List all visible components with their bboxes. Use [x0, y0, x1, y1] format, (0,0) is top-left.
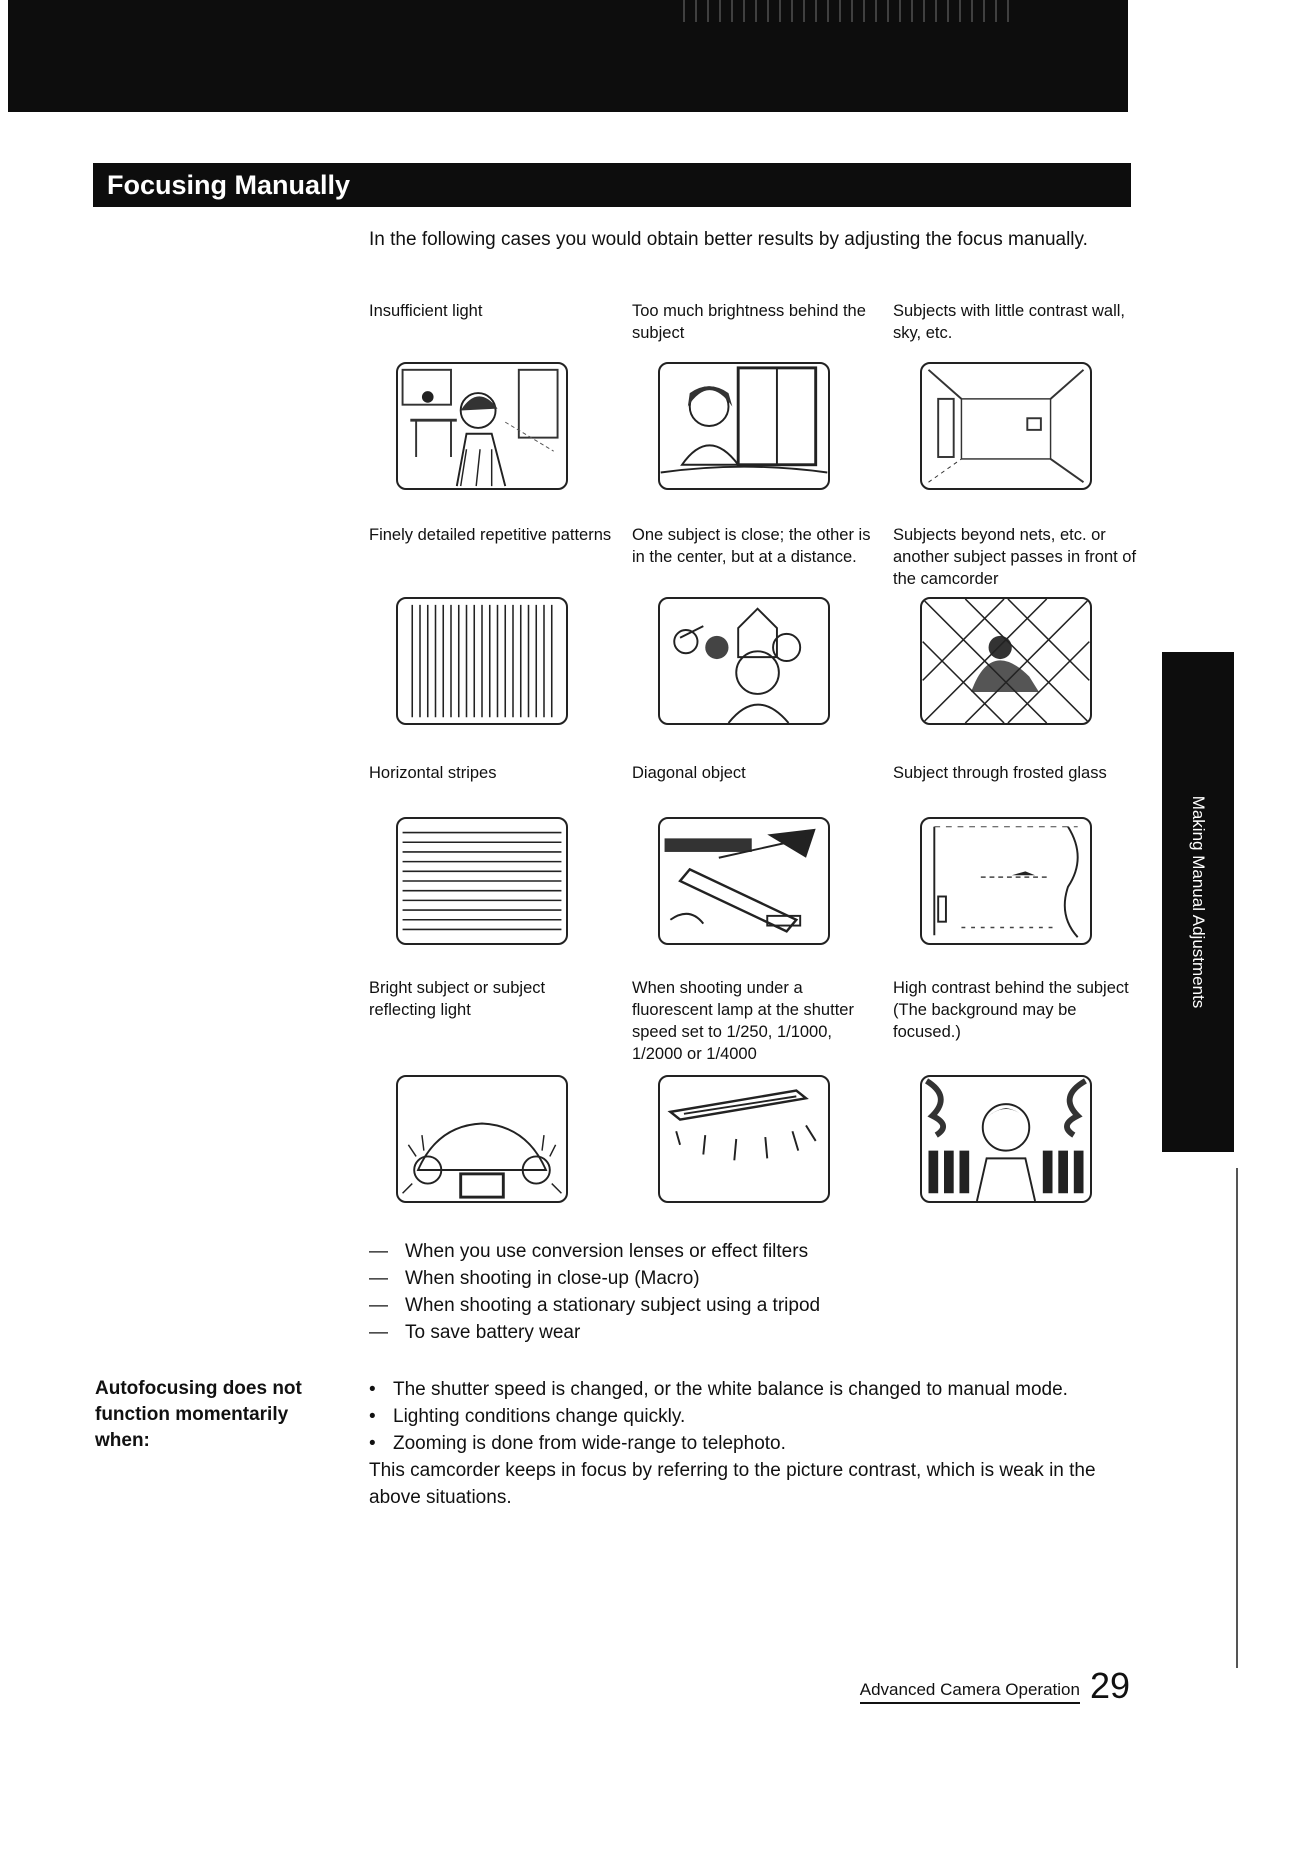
case-caption-frosted-glass: Subject through frosted glass — [893, 764, 1107, 782]
case-caption-high-contrast: High contrast behind the subject (The ba… — [893, 979, 1129, 1041]
dash-mark: — — [369, 1268, 388, 1289]
slanted-plank-drawing — [664, 828, 816, 933]
horizontal-lines-drawing — [402, 831, 562, 931]
case-caption-fluorescent-lamp: When shooting under a fluorescent lamp a… — [632, 979, 854, 1063]
diagonal-object-illustration — [658, 817, 830, 945]
fluorescent-lamp-illustration — [658, 1075, 830, 1203]
list-item: • The shutter speed is changed, or the wh… — [369, 1376, 1129, 1403]
bright-subject-illustration — [396, 1075, 568, 1203]
autofocus-bullets: • The shutter speed is changed, or the wh… — [369, 1376, 1129, 1511]
net-over-scene-drawing — [922, 599, 1090, 723]
list-item-text: To save battery wear — [405, 1322, 581, 1343]
list-item-text: When shooting in close-up (Macro) — [405, 1268, 700, 1289]
repetitive-patterns-illustration — [396, 597, 568, 725]
case-caption-insufficient-light: Insufficient light — [369, 302, 483, 320]
car-headlights-drawing — [402, 1122, 562, 1199]
list-item-text: The shutter speed is changed, or the whi… — [393, 1379, 1068, 1400]
list-item-text: When shooting a stationary subject using… — [405, 1295, 821, 1316]
page-edge-line — [1236, 1168, 1238, 1668]
near-far-subject-drawing — [673, 607, 802, 723]
high-contrast-illustration — [920, 1075, 1092, 1203]
horizontal-stripes-illustration — [396, 817, 568, 945]
list-item: — To save battery wear — [369, 1319, 1129, 1346]
bullet-mark: • — [369, 1379, 376, 1400]
intro-text: In the following cases you would obtain … — [369, 229, 1088, 250]
boy-behind-fence-drawing — [924, 1078, 1087, 1201]
autofocus-heading: Autofocusing does not function momentari… — [95, 1378, 302, 1451]
frosted-window-drawing — [933, 826, 1079, 938]
backlight-illustration — [658, 362, 830, 490]
footer-section-title: Advanced Camera Operation — [859, 1680, 1080, 1704]
scan-noise — [678, 0, 1018, 22]
bullet-mark: • — [369, 1406, 376, 1427]
page-number: 29 — [1089, 1665, 1130, 1706]
bullet-mark: • — [369, 1433, 376, 1454]
list-item: — When you use conversion lenses or effec… — [369, 1238, 1129, 1265]
list-item: — When shooting a stationary subject usin… — [369, 1292, 1129, 1319]
chapter-tab-label: Making Manual Adjustments — [1189, 795, 1208, 1009]
dash-mark: — — [369, 1322, 388, 1343]
frosted-glass-illustration — [920, 817, 1092, 945]
case-caption-diagonal-object: Diagonal object — [632, 764, 746, 782]
chapter-tab: Making Manual Adjustments — [1162, 652, 1234, 1152]
list-item: • Zooming is done from wide-range to tele… — [369, 1430, 1129, 1457]
case-caption-backlight: Too much brightness behind the subject — [632, 302, 866, 342]
case-caption-beyond-nets: Subjects beyond nets, etc. or another su… — [893, 526, 1137, 588]
case-caption-bright-subject: Bright subject or subject reflecting lig… — [369, 979, 546, 1019]
dim-room-drawing — [401, 368, 559, 487]
list-item: • Lighting conditions change quickly. — [369, 1403, 1129, 1430]
list-item-text: When you use conversion lenses or effect… — [405, 1241, 809, 1262]
list-item: — When shooting in close-up (Macro) — [369, 1265, 1129, 1292]
case-caption-low-contrast: Subjects with little contrast wall, sky,… — [893, 302, 1126, 342]
vertical-lines-drawing — [411, 604, 553, 718]
dash-mark: — — [369, 1241, 388, 1262]
page-title: Focusing Manually — [93, 163, 1131, 207]
empty-room-drawing — [927, 369, 1085, 483]
list-item-text: Lighting conditions change quickly. — [393, 1406, 686, 1427]
top-band — [8, 0, 1128, 112]
page-footer: Advanced Camera Operation 29 — [859, 1665, 1130, 1706]
case-caption-repetitive-patterns: Finely detailed repetitive patterns — [369, 526, 612, 544]
beyond-nets-illustration — [920, 597, 1092, 725]
case-caption-horizontal-stripes: Horizontal stripes — [369, 764, 497, 782]
ceiling-lamp-drawing — [667, 1089, 817, 1161]
dash-mark: — — [369, 1295, 388, 1316]
autofocus-note: This camcorder keeps in focus by referri… — [369, 1460, 1096, 1508]
manual-focus-cases-list: — When you use conversion lenses or effec… — [369, 1238, 1129, 1346]
list-item-text: Zooming is done from wide-range to telep… — [393, 1433, 786, 1454]
two-subjects-illustration — [658, 597, 830, 725]
low-contrast-illustration — [920, 362, 1092, 490]
case-caption-two-subjects: One subject is close; the other is in th… — [632, 526, 871, 566]
insufficient-light-illustration — [396, 362, 568, 490]
window-backlight-drawing — [660, 366, 828, 474]
